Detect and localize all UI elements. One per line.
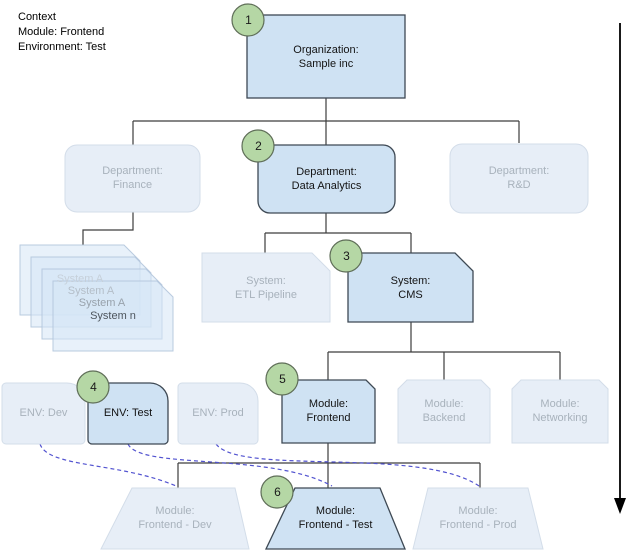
system-stack-shape[interactable] <box>19 244 174 352</box>
node-title: Module: <box>315 505 356 517</box>
node-deploy-frontend-test[interactable]: Module: Frontend - Test <box>266 504 405 532</box>
node-title: System: <box>390 275 431 287</box>
link-env-prod-to-frontend-prod <box>215 443 480 487</box>
node-subtitle: Frontend <box>306 412 351 424</box>
node-system-cms[interactable]: System: CMS <box>348 274 473 302</box>
deploy-frontend-test-shape[interactable] <box>264 487 406 550</box>
step-badge-2-circle[interactable] <box>241 129 275 163</box>
node-env-test[interactable]: ENV: Test <box>88 406 168 420</box>
node-deploy-frontend-prod[interactable]: Module: Frontend - Prod <box>413 504 543 532</box>
stack-item-label: System A <box>78 297 126 309</box>
tree-connectors <box>82 98 561 488</box>
context-note-line: Module: Frontend <box>18 26 105 38</box>
flow-direction-arrow <box>614 23 626 514</box>
node-label: ENV: Prod <box>192 407 244 419</box>
context-note-line: Environment: Test <box>18 41 106 53</box>
node-title: Department: <box>488 165 550 177</box>
step-badge-6-circle[interactable] <box>260 475 294 509</box>
step-badge-2[interactable]: 2 <box>255 139 262 153</box>
step-badge-1[interactable]: 1 <box>245 13 252 27</box>
node-subtitle: Frontend - Prod <box>439 519 517 531</box>
node-title: Department: <box>102 165 163 177</box>
step-badge-4-circle[interactable] <box>76 370 110 404</box>
step-badge-6[interactable]: 6 <box>274 485 281 499</box>
node-subtitle: CMS <box>398 289 423 301</box>
department-finance-shape[interactable] <box>64 144 201 213</box>
node-department-data-analytics[interactable]: Department: Data Analytics <box>258 165 395 193</box>
node-module-networking[interactable]: Module: Networking <box>512 397 608 425</box>
link-env-test-to-frontend-test <box>127 443 333 487</box>
stack-item-label: System A <box>67 285 115 297</box>
node-module-backend[interactable]: Module: Backend <box>398 397 490 425</box>
node-subtitle: Sample inc <box>298 58 354 70</box>
node-deploy-frontend-dev[interactable]: Module: Frontend - Dev <box>101 504 249 532</box>
module-networking-shape[interactable] <box>511 379 609 444</box>
system-etl-shape[interactable] <box>201 252 331 323</box>
node-title: Module: <box>458 505 498 517</box>
stack-item-label: System n <box>90 310 136 322</box>
node-subtitle: Backend <box>422 412 466 424</box>
node-department-rnd[interactable]: Department: R&D <box>450 164 588 192</box>
link-env-dev-to-frontend-dev <box>39 443 177 487</box>
stack-item-label: System A <box>56 273 104 285</box>
system-cms-shape[interactable] <box>347 252 474 323</box>
step-badge-5-circle[interactable] <box>265 362 299 396</box>
node-label: ENV: Dev <box>19 407 68 419</box>
department-rnd-shape[interactable] <box>449 143 589 214</box>
deploy-frontend-prod-shape[interactable] <box>412 487 544 550</box>
node-title: Module: <box>308 398 349 410</box>
node-title: Module: <box>540 398 580 410</box>
step-badge-1-circle[interactable] <box>231 3 265 37</box>
context-note: Context Module: Frontend Environment: Te… <box>18 10 106 55</box>
step-badge-4[interactable]: 4 <box>90 380 97 394</box>
module-backend-shape[interactable] <box>397 379 491 444</box>
deploy-frontend-dev-shape[interactable] <box>100 487 250 550</box>
department-data-analytics-shape[interactable] <box>257 144 396 214</box>
node-title: Module: <box>424 398 464 410</box>
node-title: Module: <box>155 505 195 517</box>
node-subtitle: R&D <box>507 179 531 191</box>
node-department-finance[interactable]: Department: Finance <box>65 164 200 192</box>
node-subtitle: Frontend - Dev <box>138 519 212 531</box>
node-title: System: <box>246 275 286 287</box>
node-subtitle: Networking <box>532 412 588 424</box>
node-label: ENV: Test <box>103 407 153 419</box>
node-subtitle: Frontend - Test <box>298 519 373 531</box>
node-title: Department: <box>296 166 357 178</box>
node-env-prod[interactable]: ENV: Prod <box>178 406 258 420</box>
organization-shape[interactable] <box>246 14 406 99</box>
env-deployment-links <box>39 443 480 487</box>
step-badge-5[interactable]: 5 <box>279 372 286 386</box>
node-env-dev[interactable]: ENV: Dev <box>2 406 85 420</box>
step-badge-3-circle[interactable] <box>329 239 363 273</box>
step-badge-3[interactable]: 3 <box>343 249 350 263</box>
node-subtitle: Data Analytics <box>291 180 362 192</box>
context-note-line: Context <box>18 11 56 23</box>
node-system-etl[interactable]: System: ETL Pipeline <box>202 274 330 302</box>
node-organization[interactable]: Organization: Sample inc <box>247 43 405 71</box>
node-subtitle: Finance <box>112 179 153 191</box>
node-title: Organization: <box>293 44 359 56</box>
env-prod-shape[interactable] <box>177 382 259 445</box>
node-subtitle: ETL Pipeline <box>235 289 297 301</box>
node-module-frontend[interactable]: Module: Frontend <box>282 397 375 425</box>
